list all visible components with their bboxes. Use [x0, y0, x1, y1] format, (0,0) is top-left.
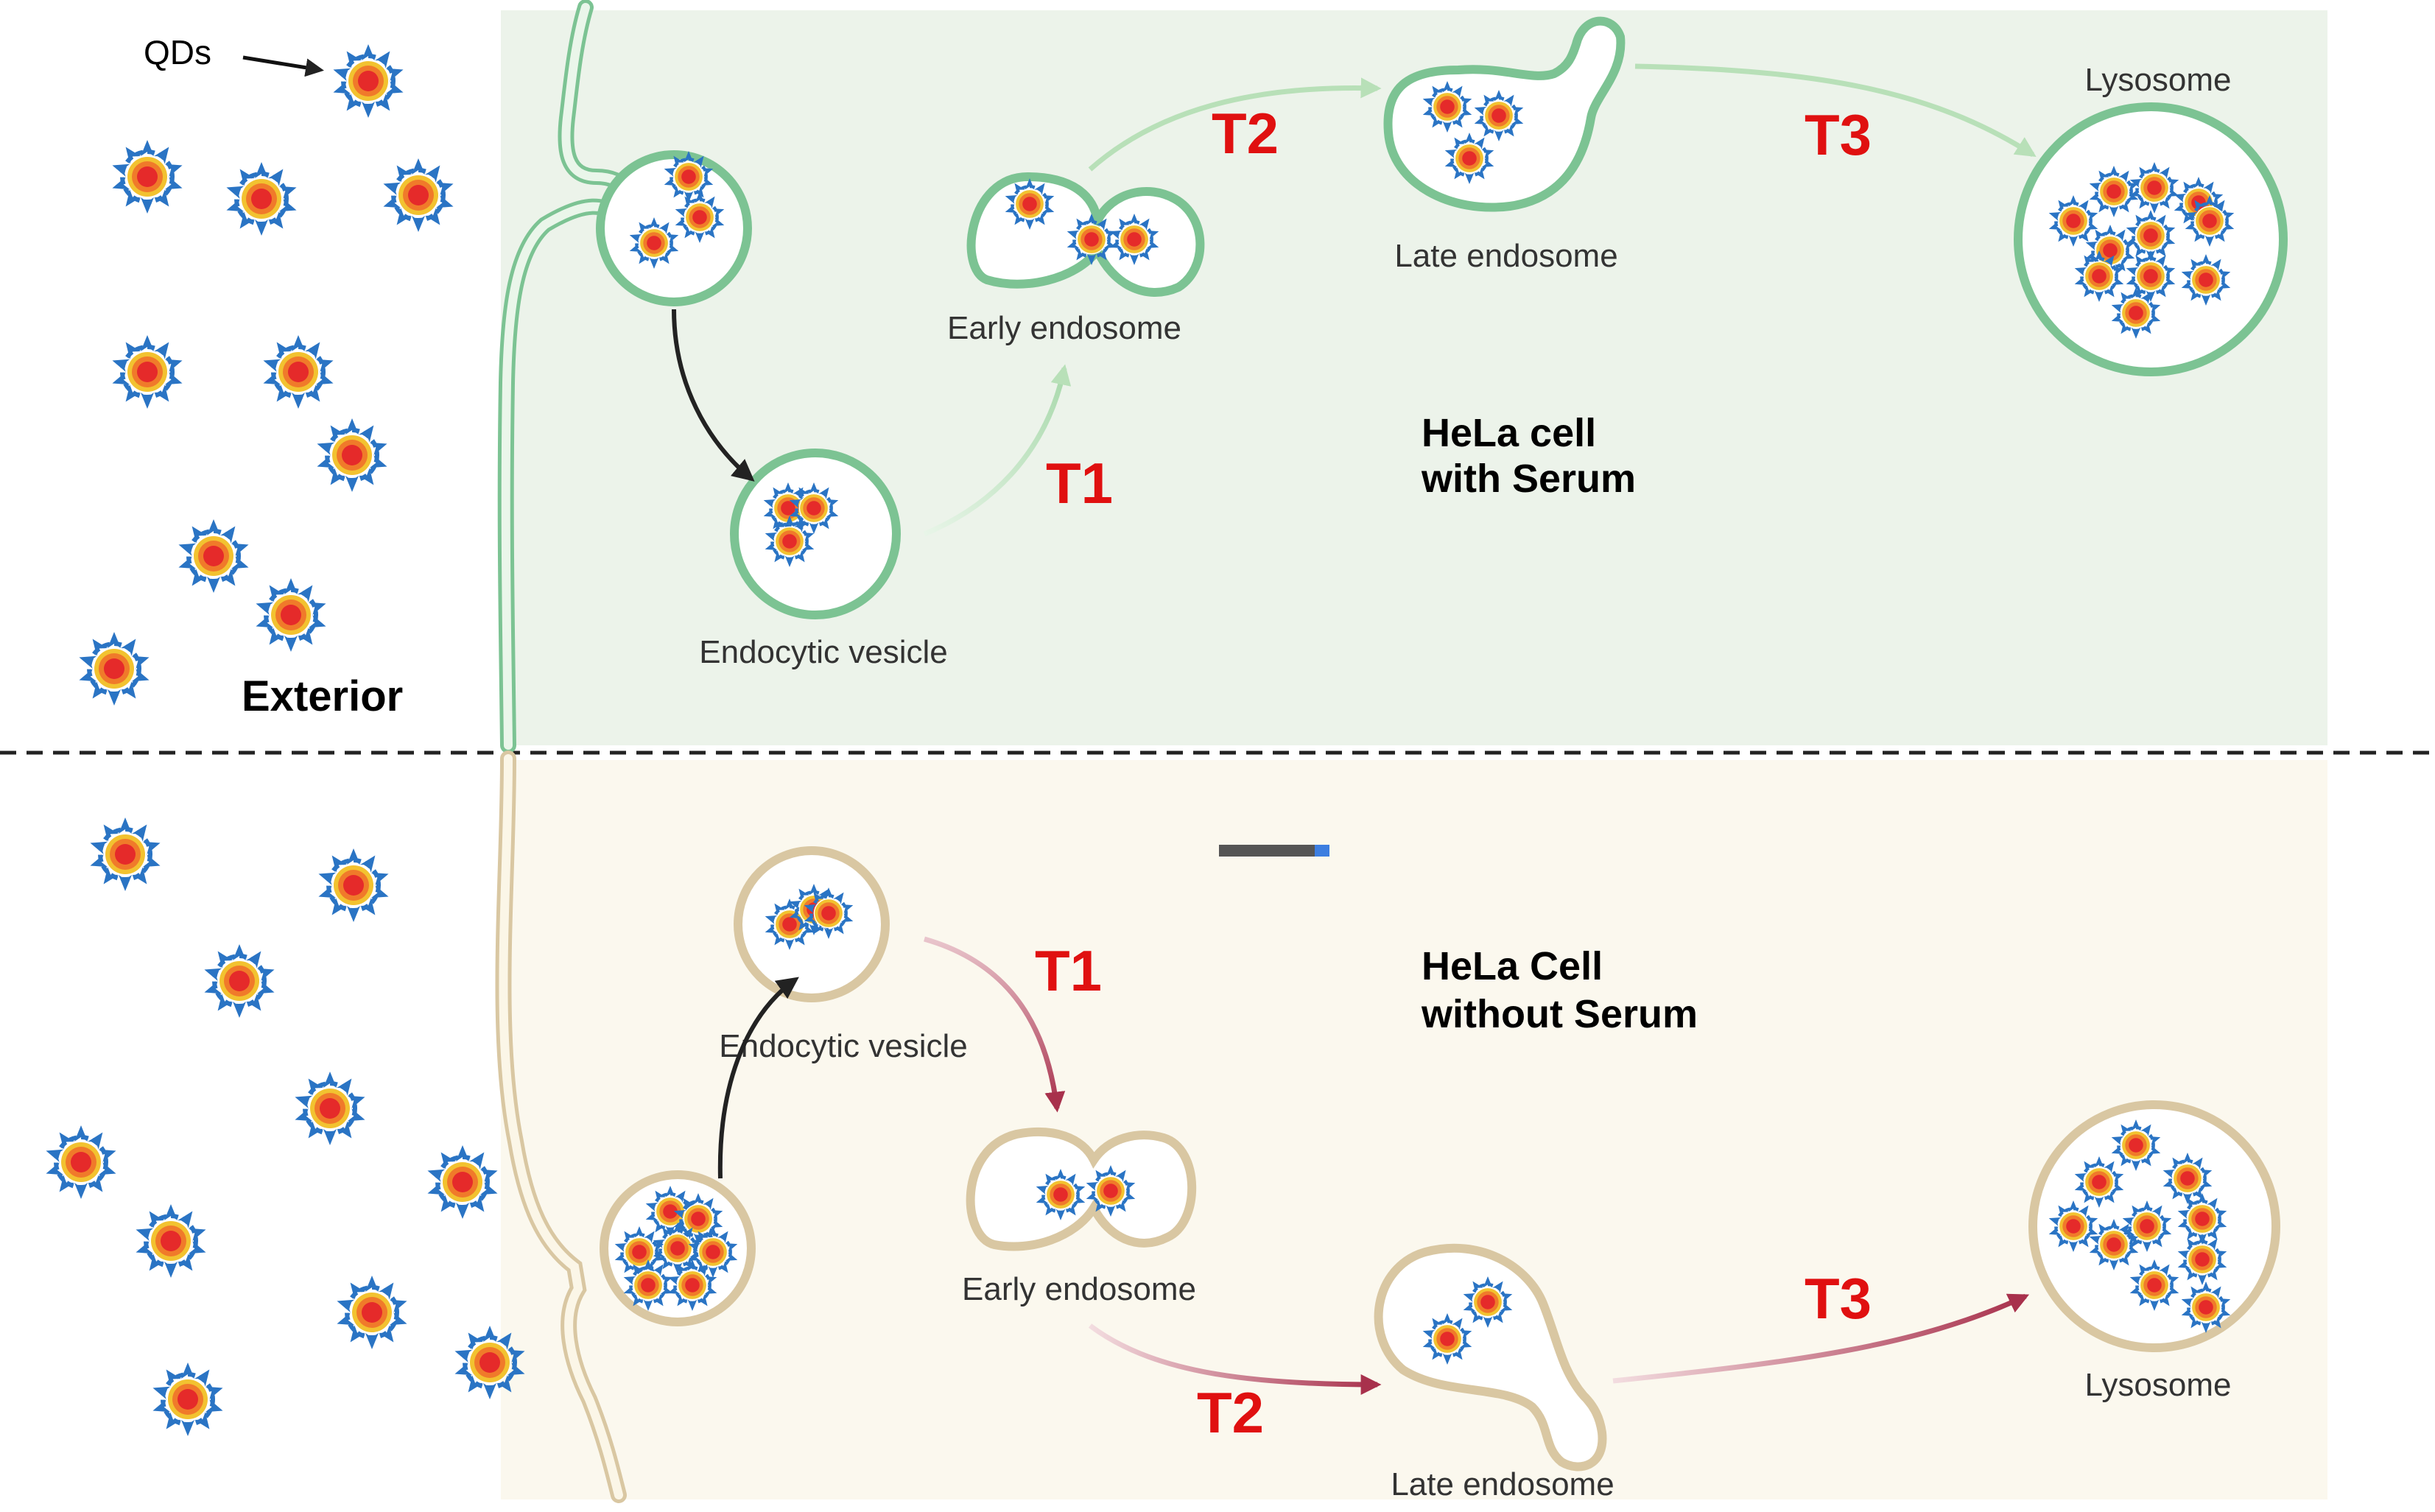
- serum-early-endosome-label: Early endosome: [947, 310, 1181, 346]
- serum-t1-label: T1: [1046, 451, 1113, 516]
- serum-condition-label-line2: with Serum: [1421, 457, 1636, 501]
- scale-artifact-accent: [1315, 845, 1329, 857]
- serum-condition-label-line1: HeLa cell: [1422, 411, 1596, 455]
- no-serum-t2-label: T2: [1197, 1380, 1264, 1445]
- no-serum-t3-arrow: [1612, 1293, 2030, 1384]
- no-serum-early-endosome-label: Early endosome: [962, 1271, 1196, 1307]
- serum-uptake-arrow: [672, 309, 755, 482]
- serum-budding-vesicle: [596, 151, 752, 306]
- no-serum-t2-arrow: [1088, 1323, 1382, 1395]
- no-serum-endocytic-vesicle-label: Endocytic vesicle: [719, 1028, 967, 1064]
- qds-label: QDs: [144, 33, 211, 71]
- serum-late-endosome-label: Late endosome: [1394, 238, 1617, 274]
- no-serum-budding-vesicle: [600, 1170, 756, 1326]
- no-serum-t1-label: T1: [1035, 938, 1102, 1003]
- no-serum-condition-label-line2: without Serum: [1421, 992, 1698, 1036]
- serum-late-endosome: [1383, 16, 1626, 212]
- serum-t1-arrow: [923, 364, 1072, 537]
- no-serum-lysosome: [2028, 1100, 2280, 1352]
- serum-t2-label: T2: [1212, 101, 1279, 166]
- no-serum-late-endosome: [1374, 1243, 1607, 1471]
- no-serum-cell-membrane: [495, 750, 627, 1503]
- qds-pointer-arrow: [242, 55, 324, 77]
- no-serum-uptake-arrow: [717, 977, 799, 1179]
- serum-endocytic-vesicle: [730, 449, 901, 619]
- serum-t3-arrow: [1634, 63, 2037, 158]
- no-serum-t3-label: T3: [1805, 1266, 1872, 1331]
- no-serum-condition-label-line1: HeLa Cell: [1422, 944, 1603, 988]
- no-serum-t1-arrow: [924, 936, 1066, 1113]
- serum-t2-arrow: [1088, 77, 1382, 172]
- no-serum-lysosome-label: Lysosome: [2085, 1367, 2232, 1403]
- serum-lysosome-label: Lysosome: [2085, 62, 2232, 98]
- exterior-quantum-dots-top: [77, 44, 456, 706]
- no-serum-endocytic-vesicle: [734, 846, 890, 1002]
- no-serum-late-endosome-label: Late endosome: [1391, 1466, 1614, 1502]
- scale-artifact: [1219, 845, 1329, 857]
- serum-t3-label: T3: [1805, 102, 1872, 167]
- serum-lysosome: [2014, 102, 2288, 376]
- serum-early-endosome: [966, 172, 1205, 297]
- exterior-label: Exterior: [242, 672, 403, 720]
- no-serum-early-endosome: [966, 1128, 1197, 1251]
- exterior-quantum-dots-bottom: [44, 817, 527, 1436]
- serum-endocytic-vesicle-label: Endocytic vesicle: [699, 634, 947, 670]
- serum-cell-membrane: [497, 0, 659, 753]
